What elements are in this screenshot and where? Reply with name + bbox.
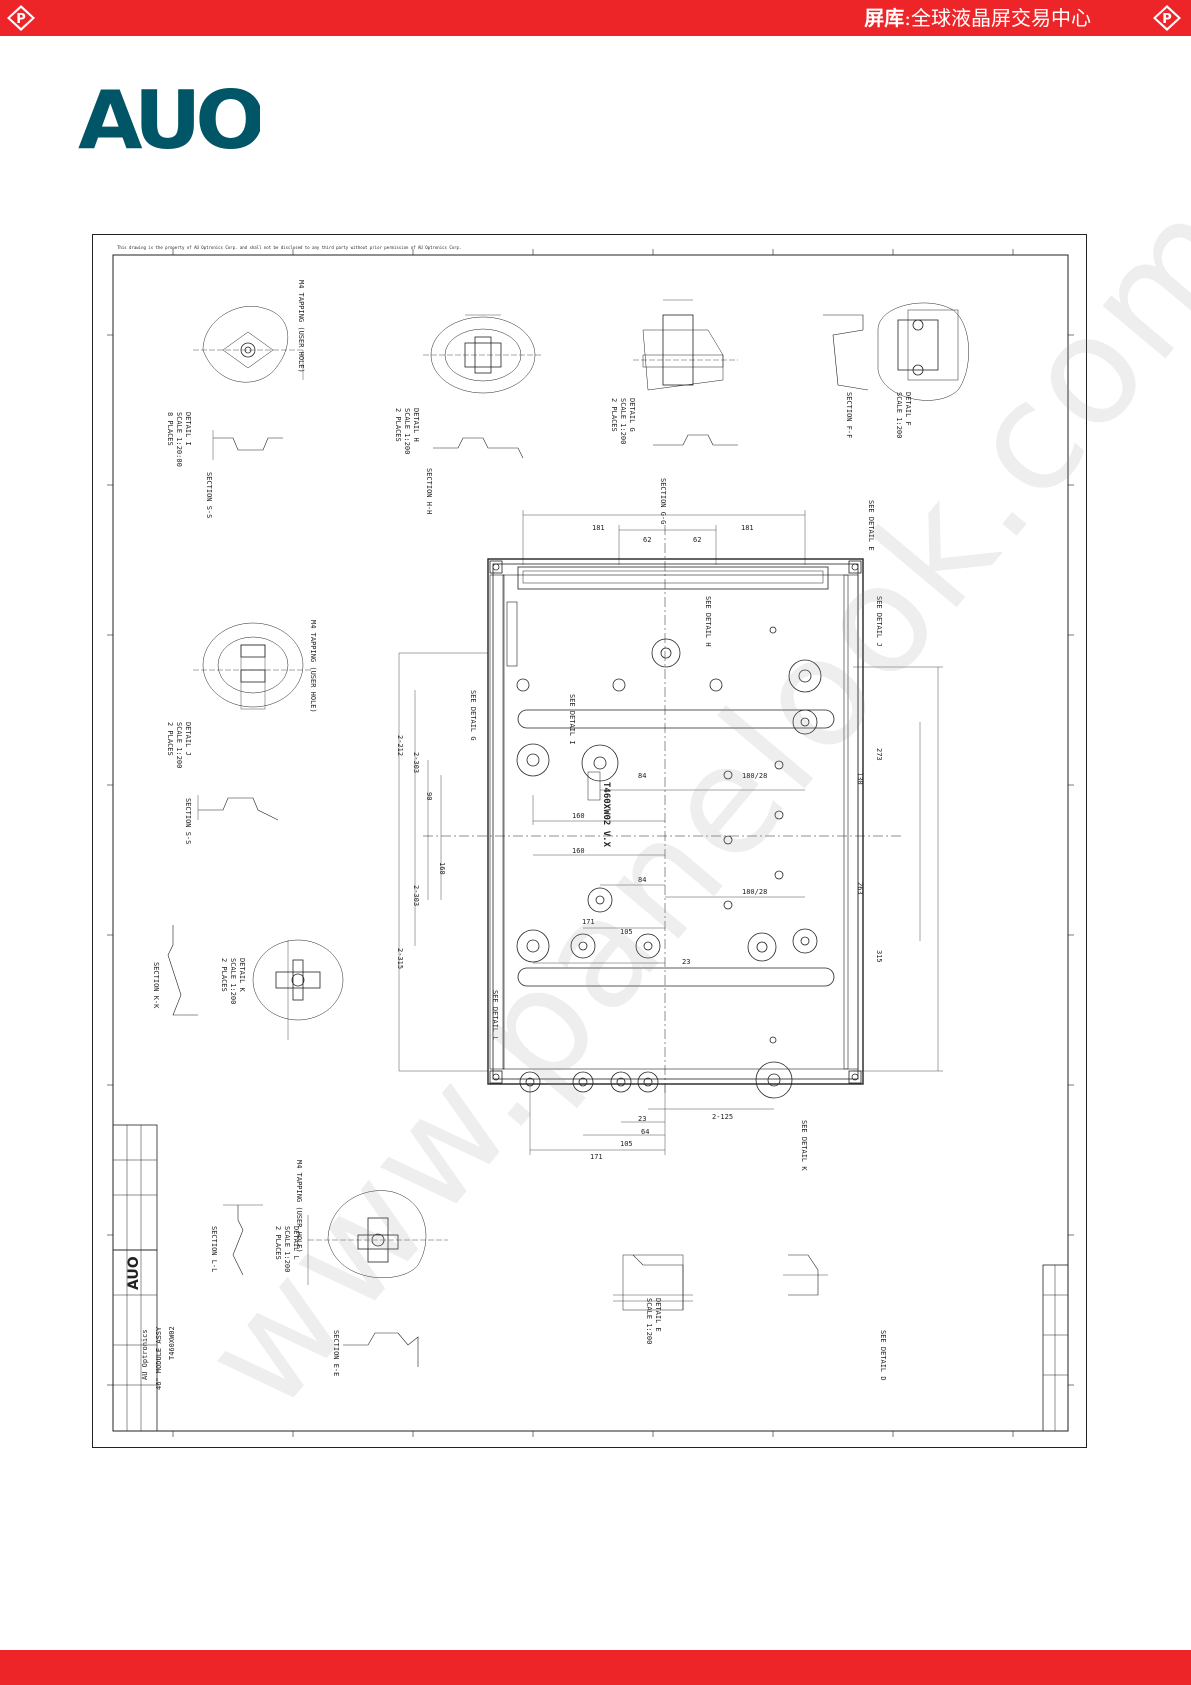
detail-places: 2 PLACES <box>166 722 174 756</box>
dim-inner: 105 <box>620 928 633 936</box>
detail-scale: SCALE 1:200 <box>895 392 903 439</box>
logo-text: AUO <box>78 86 260 152</box>
dim-top: 181 <box>592 524 605 532</box>
dim-top: 62 <box>643 536 652 544</box>
drawing-notice: This drawing is the property of AU Optro… <box>117 245 462 250</box>
detail-label: DETAIL H <box>412 408 420 442</box>
detail-places: 2 PLACES <box>220 958 228 992</box>
detail-scale: SCALE 1:20:00 <box>175 412 183 467</box>
brand-title: 屏库:全球液晶屏交易中心 <box>864 5 1091 31</box>
dim-inner: 160 <box>572 847 585 855</box>
see-detail-callout: SEE DETAIL D <box>879 1330 887 1381</box>
detail-label: DETAIL G <box>628 398 636 432</box>
section-label: SECTION S-S <box>184 798 192 845</box>
dim-inner: 180/28 <box>742 888 768 896</box>
footer-bar <box>0 1650 1191 1685</box>
section-label: SECTION E-E <box>332 1330 340 1377</box>
tapping-note: M4 TAPPING (USER HOLE) <box>297 280 305 373</box>
see-detail-callout: SEE DETAIL I <box>568 694 576 745</box>
tapping-note: M4 TAPPING (USER HOLE) <box>295 1160 303 1253</box>
dim-right: 273 <box>875 748 883 761</box>
dim-inner: 171 <box>582 918 595 926</box>
panelook-badge-icon-right: P <box>1153 5 1181 31</box>
mechanical-drawing <box>107 249 1074 1437</box>
brand-subtitle: 全球液晶屏交易中心 <box>911 6 1091 30</box>
detail-places: 2 PLACES <box>394 408 402 442</box>
dim-bottom: 23 <box>638 1115 647 1123</box>
dim-left: 2-303 <box>412 752 420 774</box>
section-label: SECTION H-H <box>425 468 433 515</box>
section-label: SECTION G-G <box>659 478 667 525</box>
detail-places: 2 PLACES <box>274 1226 282 1260</box>
detail-scale: SCALE 1:200 <box>645 1298 653 1345</box>
dim-left: 160 <box>438 862 446 875</box>
title-block-model: AU Optronics <box>141 1329 149 1380</box>
detail-scale: SCALE 1:200 <box>403 408 411 455</box>
dim-right: 315 <box>875 950 883 963</box>
section-label: SECTION S-S <box>205 472 213 519</box>
badge-glyph: P <box>16 12 26 27</box>
dim-left: 90 <box>425 792 433 801</box>
dim-bottom: 105 <box>620 1140 633 1148</box>
detail-label: DETAIL E <box>654 1298 662 1332</box>
dim-bottom: 2-125 <box>712 1113 734 1121</box>
header-bar: P 屏库:全球液晶屏交易中心 P <box>0 0 1191 36</box>
dim-top: 62 <box>693 536 702 544</box>
detail-scale: SCALE 1:200 <box>619 398 627 445</box>
section-label: SECTION F-F <box>845 392 853 439</box>
dim-top: 181 <box>741 524 754 532</box>
dim-right: 263 <box>856 882 864 895</box>
auo-logo: AUO <box>78 86 260 152</box>
dim-inner: 84 <box>638 876 647 884</box>
panelook-badge-icon: P <box>7 5 35 31</box>
title-block-part: T460XW02 <box>168 1326 176 1360</box>
detail-places: 2 PLACES <box>610 398 618 432</box>
see-detail-callout: SEE DETAIL E <box>867 500 875 551</box>
dim-inner: 160 <box>572 812 585 820</box>
dim-bottom: 64 <box>641 1128 650 1136</box>
drawing-sheet <box>92 234 1087 1448</box>
dim-right: 130 <box>856 772 864 785</box>
section-label: SECTION L-L <box>210 1226 218 1273</box>
dim-left: 2-303 <box>412 885 420 907</box>
see-detail-callout: SEE DETAIL L <box>491 990 499 1041</box>
see-detail-callout: SEE DETAIL J <box>875 596 883 647</box>
title-block-company: AUO <box>126 1256 142 1290</box>
model-label-plate: T460XW02 V.X <box>601 782 611 848</box>
dim-inner: 84 <box>638 772 647 780</box>
detail-label: DETAIL J <box>184 722 192 756</box>
dim-bottom: 171 <box>590 1153 603 1161</box>
see-detail-callout: SEE DETAIL G <box>469 690 477 741</box>
tapping-note: M4 TAPPING (USER HOLE) <box>309 620 317 713</box>
brand-main: 屏库 <box>864 6 905 30</box>
dim-inner: 180/28 <box>742 772 768 780</box>
dim-left: 2-315 <box>396 948 404 970</box>
brand-separator: : <box>904 6 911 30</box>
detail-places: 8 PLACES <box>166 412 174 446</box>
detail-scale: SCALE 1:200 <box>229 958 237 1005</box>
detail-scale: SCALE 1:200 <box>283 1226 291 1273</box>
detail-label: DETAIL K <box>238 958 246 992</box>
detail-scale: SCALE 1:200 <box>175 722 183 769</box>
detail-label: DETAIL I <box>184 412 192 446</box>
dim-left: 2-212 <box>396 735 404 757</box>
see-detail-callout: SEE DETAIL H <box>704 596 712 647</box>
section-label: SECTION K-K <box>152 962 160 1009</box>
see-detail-callout: SEE DETAIL K <box>800 1120 808 1171</box>
dim-inner: 23 <box>682 958 691 966</box>
title-block-drawing-title: 46" MODULE ASSY <box>155 1326 163 1390</box>
detail-label: DETAIL F <box>904 392 912 426</box>
badge-glyph-right: P <box>1162 12 1172 27</box>
